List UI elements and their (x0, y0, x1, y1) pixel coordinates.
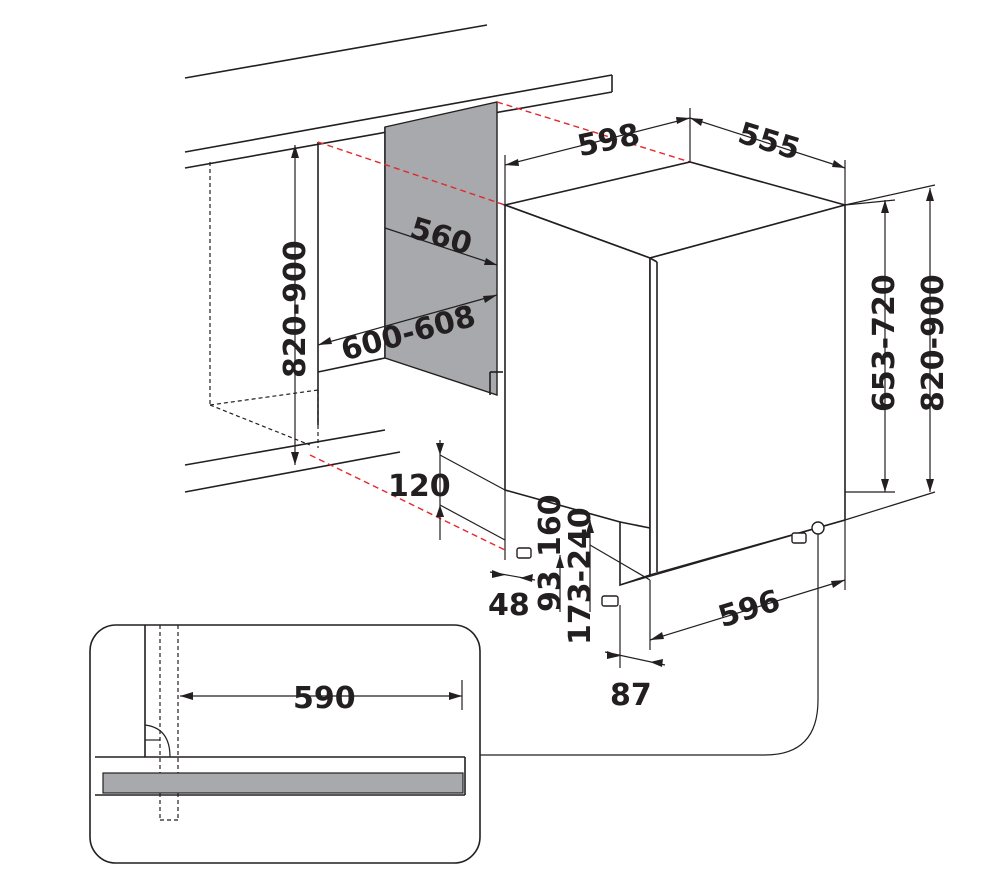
label-173-240: 173-240 (563, 507, 598, 645)
label-87: 87 (610, 678, 652, 713)
dimension-820-900-left: 820-900 (278, 145, 313, 465)
label-93: 93 (533, 570, 568, 612)
dimension-120: 120 (388, 440, 506, 541)
dishwasher-body (502, 161, 849, 587)
guide-dashes (309, 101, 691, 551)
label-555: 555 (734, 116, 804, 168)
niche-back-panel (384, 101, 498, 396)
feet (516, 521, 825, 607)
label-590: 590 (293, 681, 356, 716)
label-160: 160 (533, 494, 568, 557)
dimension-87: 87 (604, 605, 666, 713)
dimension-48: 48 (488, 570, 536, 623)
detail-inset: 590 (89, 624, 481, 864)
label-820-900-left: 820-900 (278, 240, 313, 378)
detail-callout-line (480, 534, 819, 756)
label-653-720: 653-720 (867, 274, 902, 412)
label-48: 48 (488, 588, 530, 623)
dimension-653-720: 653-720 (844, 199, 902, 493)
label-598: 598 (574, 117, 643, 164)
label-596: 596 (714, 583, 784, 635)
niche-left-wall (317, 127, 386, 425)
floor-lines (184, 429, 401, 493)
dimension-feet: 93 160 173-240 (533, 494, 598, 645)
label-820-900-right: 820-900 (916, 274, 951, 412)
label-120: 120 (388, 469, 451, 504)
dimension-820-900-right: 820-900 (844, 184, 951, 521)
dashed-cabinet-outline (209, 162, 319, 448)
